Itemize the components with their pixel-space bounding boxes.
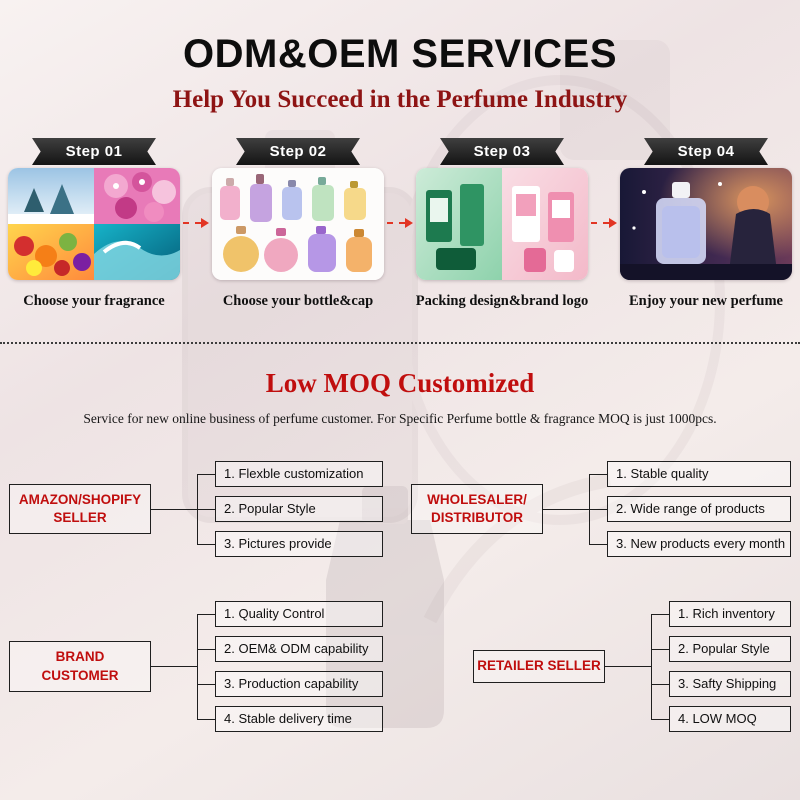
benefit-item: 4. LOW MOQ [651, 704, 791, 734]
benefit-item: 3. Pictures provide [197, 529, 383, 559]
step-4-caption: Enjoy your new perfume [629, 293, 783, 309]
step-arrow-icon [591, 218, 617, 228]
benefit-text: 1. Flexble customization [215, 461, 383, 487]
connector-line [605, 666, 651, 667]
customer-groups-row-2: BRAND CUSTOMER 1. Quality Control 2. OEM… [0, 599, 800, 734]
step-3-image [416, 168, 588, 280]
connector-spine [651, 614, 652, 719]
step-4-ribbon: Step 04 [644, 138, 768, 165]
connector-spine [197, 614, 198, 719]
benefit-text: 3. Pictures provide [215, 531, 383, 557]
group-label: WHOLESALER/ DISTRIBUTOR [411, 483, 543, 535]
benefit-text: 4. Stable delivery time [215, 706, 383, 732]
benefit-item: 2. Popular Style [651, 634, 791, 664]
step-arrow-icon [387, 218, 413, 228]
moq-title: Low MOQ Customized [265, 368, 535, 398]
benefit-text: 3. Production capability [215, 671, 383, 697]
step-1: Step 01 [5, 138, 183, 310]
benefit-text: 1. Stable quality [607, 461, 791, 487]
benefit-item: 3. New products every month [589, 529, 791, 559]
step-1-caption: Choose your fragrance [23, 293, 165, 309]
benefit-item: 3. Safty Shipping [651, 669, 791, 699]
benefit-item: 2. OEM& ODM capability [197, 634, 383, 664]
benefit-item: 1. Rich inventory [651, 599, 791, 629]
step-3-caption: Packing design&brand logo [415, 293, 589, 309]
benefit-item: 2. Popular Style [197, 494, 383, 524]
page-title: ODM&OEM SERVICES [183, 32, 617, 76]
benefit-item: 1. Stable quality [589, 459, 791, 489]
connector-line [151, 508, 197, 510]
benefit-text: 2. Wide range of products [607, 496, 791, 522]
step-2: Step 02 [209, 138, 387, 310]
group-label: RETAILER SELLER [473, 650, 605, 683]
benefit-item: 4. Stable delivery time [197, 704, 383, 734]
benefit-item: 1. Quality Control [197, 599, 383, 629]
steps-section: Step 01 [0, 138, 800, 310]
group-brand-customer: BRAND CUSTOMER 1. Quality Control 2. OEM… [9, 599, 383, 734]
step-2-ribbon: Step 02 [236, 138, 360, 165]
step-2-caption: Choose your bottle&cap [222, 293, 374, 309]
benefit-text: 2. OEM& ODM capability [215, 636, 383, 662]
step-2-image [212, 168, 384, 280]
group-wholesaler-distributor: WHOLESALER/ DISTRIBUTOR 1. Stable qualit… [411, 459, 791, 559]
benefit-text: 2. Popular Style [215, 496, 383, 522]
step-4: Step 04 [617, 138, 795, 310]
benefit-text: 1. Rich inventory [669, 601, 791, 627]
step-1-ribbon: Step 01 [32, 138, 156, 165]
step-arrow-icon [183, 218, 209, 228]
page-subtitle: Help You Succeed in the Perfume Industry [172, 86, 628, 113]
benefit-list: 1. Quality Control 2. OEM& ODM capabilit… [197, 599, 383, 734]
connector-line [151, 666, 197, 667]
group-label: BRAND CUSTOMER [9, 641, 151, 692]
connector-line [543, 508, 589, 510]
benefit-item: 2. Wide range of products [589, 494, 791, 524]
benefit-list: 1. Stable quality 2. Wide range of produ… [589, 459, 791, 559]
connector-spine [197, 474, 198, 544]
benefit-list: 1. Rich inventory 2. Popular Style 3. Sa… [651, 599, 791, 734]
benefit-item: 3. Production capability [197, 669, 383, 699]
benefit-text: 1. Quality Control [215, 601, 383, 627]
group-amazon-shopify-seller: AMAZON/SHOPIFY SELLER 1. Flexble customi… [9, 459, 383, 559]
benefit-text: 2. Popular Style [669, 636, 791, 662]
connector-spine [589, 474, 590, 544]
benefit-text: 3. Safty Shipping [669, 671, 791, 697]
step-1-image [8, 168, 180, 280]
step-4-image [620, 168, 792, 280]
customer-groups-row-1: AMAZON/SHOPIFY SELLER 1. Flexble customi… [0, 459, 800, 559]
dotted-divider [0, 342, 800, 344]
benefit-list: 1. Flexble customization 2. Popular Styl… [197, 459, 383, 559]
benefit-item: 1. Flexble customization [197, 459, 383, 489]
moq-description: Service for new online business of perfu… [83, 411, 717, 426]
group-label: AMAZON/SHOPIFY SELLER [9, 483, 151, 535]
step-3: Step 03 [413, 138, 591, 310]
benefit-text: 3. New products every month [607, 531, 791, 557]
group-retailer-seller: RETAILER SELLER 1. Rich inventory 2. Pop… [473, 599, 791, 734]
benefit-text: 4. LOW MOQ [669, 706, 791, 732]
step-3-ribbon: Step 03 [440, 138, 564, 165]
